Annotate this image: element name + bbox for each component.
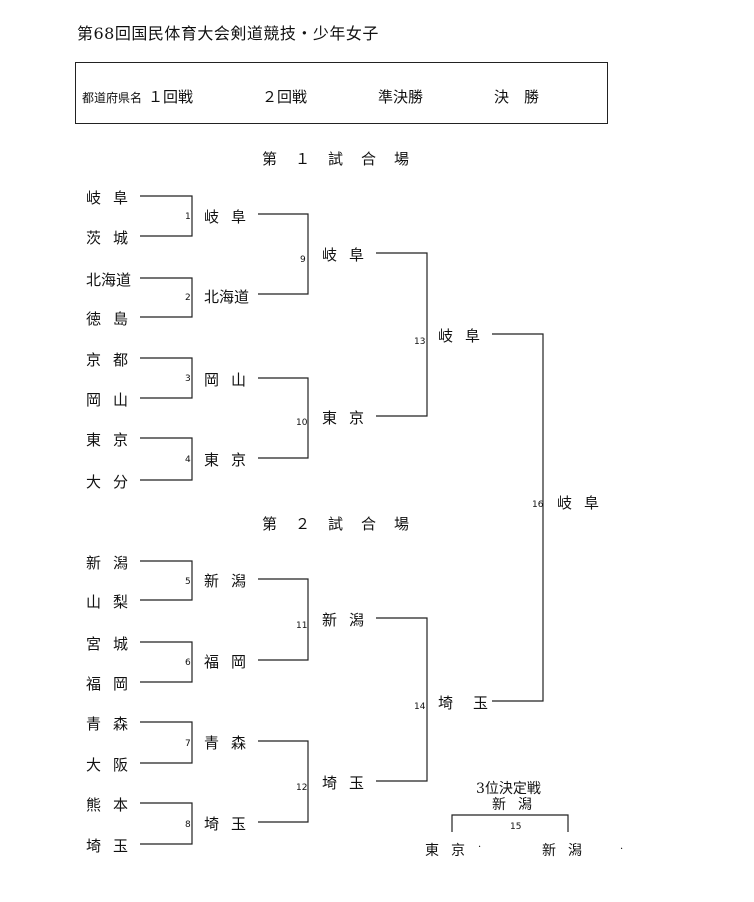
match-number: 2 (185, 293, 191, 303)
team-saitama: 埼玉 (86, 837, 141, 855)
team-ibaraki: 茨城 (86, 229, 141, 247)
team-aomori: 青森 (86, 715, 141, 733)
match-number: 6 (185, 658, 191, 668)
team-miyagi: 宮城 (86, 635, 141, 653)
r2-winner-12: 埼玉 (322, 774, 377, 792)
team-oita: 大分 (86, 473, 141, 491)
third-place-title: 3位決定戦 (476, 781, 541, 797)
team-fukuoka: 福岡 (86, 675, 141, 693)
match-number: 14 (414, 702, 426, 712)
r2-winner-11: 新潟 (322, 611, 377, 629)
section-court1: 第１試合場 (262, 150, 428, 168)
team-osaka: 大阪 (86, 756, 141, 774)
r1-winner-1: 岐阜 (204, 208, 259, 226)
third-place-right-team: 新潟 (542, 843, 594, 859)
header-round2: ２回戦 (262, 88, 308, 106)
r1-winner-3: 岡山 (204, 371, 259, 389)
header-round1: １回戦 (148, 88, 194, 106)
r1-winner-8: 埼玉 (204, 815, 259, 833)
team-okayama: 岡山 (86, 391, 141, 409)
dot-mark: · (478, 842, 482, 853)
match-number: 11 (296, 621, 308, 631)
team-gifu: 岐阜 (86, 189, 141, 207)
dot-mark: · (620, 844, 624, 855)
section-court2: 第２試合場 (262, 515, 428, 533)
match-number: 5 (185, 577, 191, 587)
header-final: 決 勝 (494, 88, 540, 106)
semifinal-winner-14: 埼玉 (438, 694, 509, 712)
team-yamanashi: 山梨 (86, 593, 141, 611)
team-tokyo: 東京 (86, 431, 141, 449)
match-number: 4 (185, 455, 191, 465)
match-number: 16 (532, 500, 544, 510)
r1-winner-5: 新潟 (204, 572, 259, 590)
r1-winner-2: 北海道 (204, 288, 250, 306)
match-number: 1 (185, 212, 191, 222)
match-number: 10 (296, 418, 308, 428)
match-number: 3 (185, 374, 191, 384)
r1-winner-4: 東京 (204, 451, 259, 469)
r2-winner-9: 岐阜 (322, 246, 377, 264)
match-number: 7 (185, 739, 191, 749)
round-header-box (75, 62, 608, 124)
match-number: 12 (296, 783, 308, 793)
team-kumamoto: 熊本 (86, 796, 141, 814)
header-semifinal: 準決勝 (378, 88, 424, 106)
r2-winner-10: 東京 (322, 409, 377, 427)
team-kyoto: 京都 (86, 351, 141, 369)
match-number: 8 (185, 820, 191, 830)
team-tokushima: 徳島 (86, 310, 141, 328)
header-prefecture-label: 都道府県名 (82, 91, 143, 105)
team-niigata: 新潟 (86, 554, 141, 572)
r1-winner-7: 青森 (204, 734, 259, 752)
match-number: 15 (510, 822, 522, 832)
team-hokkaido: 北海道 (86, 271, 132, 289)
r1-winner-6: 福岡 (204, 653, 259, 671)
match-number: 9 (300, 255, 306, 265)
document-title: 第68回国民体育大会剣道競技・少年女子 (77, 24, 379, 43)
semifinal-winner-13: 岐阜 (438, 327, 493, 345)
match-number: 13 (414, 337, 426, 347)
third-place-left-team: 東京 (425, 843, 477, 859)
champion: 岐阜 (557, 494, 612, 512)
third-place-winner: 新潟 (492, 797, 544, 813)
